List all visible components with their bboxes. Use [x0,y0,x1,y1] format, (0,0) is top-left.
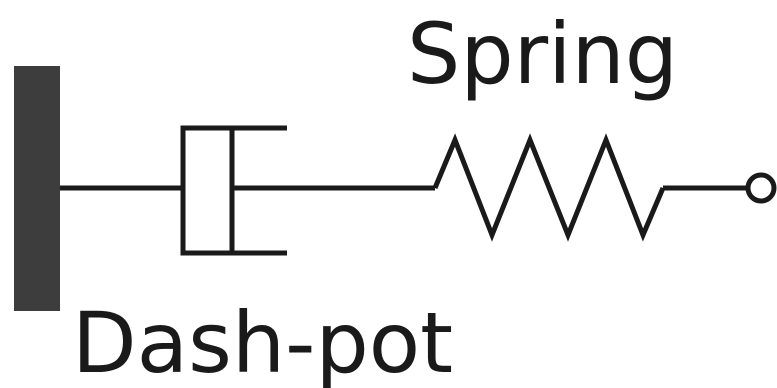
spring-label: Spring [407,5,678,103]
dashpot-cylinder [180,125,287,256]
free-end-node [745,172,777,204]
fixed-wall [14,66,60,311]
dashpot-label: Dash-pot [72,294,453,388]
spring [432,133,666,242]
